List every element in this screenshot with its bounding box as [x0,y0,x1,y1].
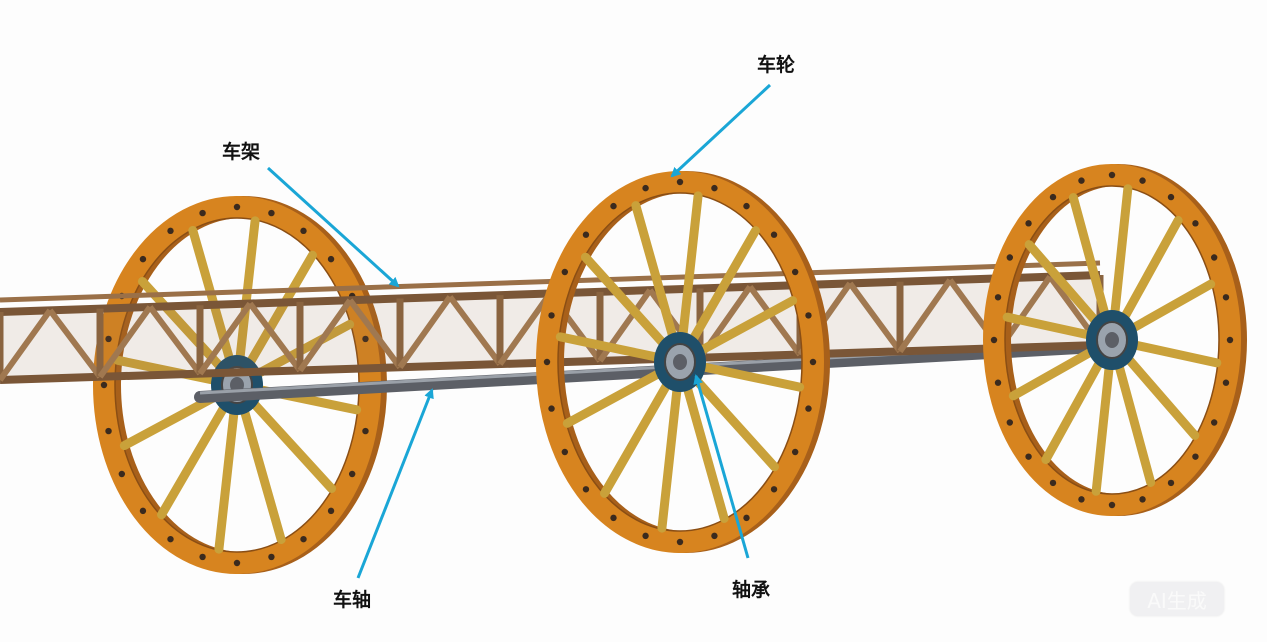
rim-bolt [348,470,356,478]
rim-bolt [1210,254,1218,261]
rim-bolt [548,405,555,412]
rim-bolt [1049,479,1057,487]
rim-bolt [994,379,1002,386]
label-frame: 车架 [222,141,261,163]
rim-bolt [743,514,750,522]
wheel-right [983,164,1247,516]
arrow-axle [356,388,434,579]
rim-bolt [199,209,206,217]
frame-brace [297,298,353,373]
rim-bolt [676,538,684,546]
frame-brace [747,284,803,357]
rim-bolt [139,507,147,515]
frame-brace [147,305,203,376]
rim-bolt [610,514,617,522]
rim-bolt [809,358,817,366]
rim-bolt [1192,453,1199,460]
rim-bolt [1222,294,1230,301]
rim-bolt [711,532,718,540]
rim-bolt [1108,501,1116,509]
frame-brace [397,295,453,370]
frame-brace [47,308,103,379]
rim-bolt [118,470,126,478]
rim-bolt [1210,419,1218,426]
frame-brace [497,291,553,366]
frame-brace [0,308,53,382]
rim-bolt [994,294,1002,301]
rim-bolt [743,202,750,210]
rim-bolt [167,535,174,543]
rim-bolt [233,203,241,211]
rim-bolt [791,448,799,456]
frame-brace [447,295,503,366]
rim-bolt [582,231,590,238]
rim-bolt [1226,336,1234,344]
label-axle: 车轴 [333,589,372,611]
rim-bolt [167,227,174,235]
rim-bolt [1108,171,1116,179]
rim-bolt [770,231,778,238]
rim-bolt [268,553,275,561]
arrow-frame [266,166,400,288]
frame-brace [247,301,303,373]
rim-bolt [1222,379,1230,386]
rim-bolt [582,486,590,493]
rim-bolt [1139,496,1146,503]
rim-bolt [990,336,998,344]
rim-inner-edge [557,192,803,532]
bearing-center [673,354,687,370]
rim-bolt [233,559,241,567]
rim-bolt [805,312,812,319]
rim-bolt [561,268,569,276]
rim-bolt [1049,193,1057,201]
rim-inner-edge [1004,185,1220,495]
rim-bolt [1192,220,1199,227]
frame-brace [347,298,403,370]
rim-bolt [300,535,307,543]
rim-bolt [1078,496,1085,503]
label-bearing: 轴承 [732,579,771,601]
rim-bolt [543,358,551,366]
rim-bolt [548,312,555,319]
frame-brace [197,301,253,376]
rim-bolt [268,209,275,217]
rim-bolt [711,184,718,192]
rim-bolt [1139,177,1146,184]
frame-brace [897,278,953,354]
arrow-bearing [693,374,750,559]
rim-bolt [1167,479,1175,487]
rim-bolt [1025,453,1032,460]
rim-bolt [770,486,778,493]
wheel-middle [536,171,830,553]
label-wheel: 车轮 [757,54,796,76]
rim-bolt [300,227,307,235]
arrow-wheel [670,83,772,178]
rim-bolt [642,532,649,540]
frame-brace [847,281,903,354]
rim-bolt [1006,419,1014,426]
rim-bolt [791,268,799,276]
rim-bolt [1006,254,1014,261]
rim-bolt [1167,193,1175,201]
rim-bolt [199,553,206,561]
rim-bolt [1025,220,1032,227]
rim-bolt [105,427,112,435]
rim-bolt [1078,177,1085,184]
rim-bolt [139,255,147,263]
rim-bolt [676,178,684,186]
rim-bolt [805,405,812,412]
rim-bolt [327,507,335,515]
rim-bolt [642,184,649,192]
frame-brace [97,305,153,379]
ai-generated-watermark: AI生成 [1130,582,1224,616]
bearing-center [1105,332,1119,348]
rim-bolt [610,202,617,210]
rim-bolt [362,427,369,435]
rim-bolt [105,335,112,343]
rim-bolt [327,255,335,263]
rim-bolt [362,335,369,343]
rim-bolt [561,448,569,456]
rim-bolt [100,381,108,389]
